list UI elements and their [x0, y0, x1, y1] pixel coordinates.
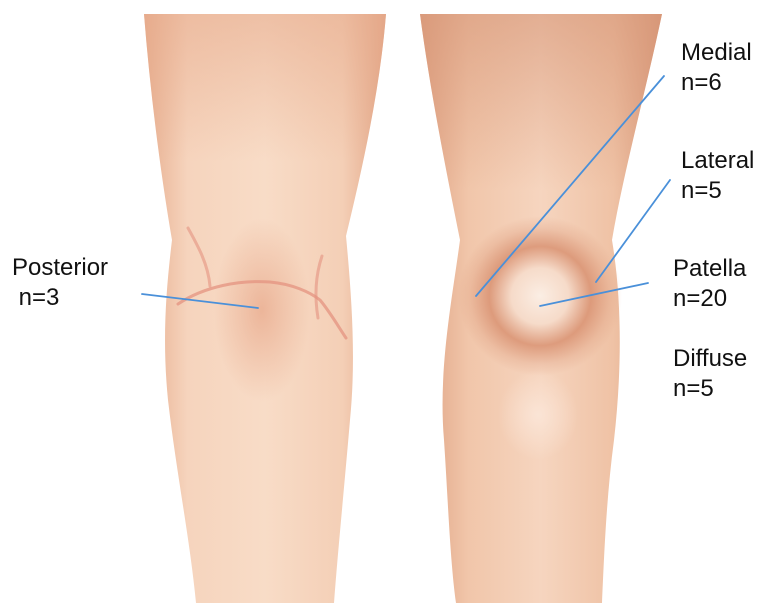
patella-count: n=20	[673, 284, 746, 314]
posterior-name: Posterior	[12, 253, 108, 283]
patella-name: Patella	[673, 254, 746, 284]
medial-label: Medial n=6	[681, 38, 752, 98]
diffuse-label: Diffuse n=5	[673, 344, 747, 404]
back-knee-glow	[214, 218, 310, 402]
lateral-name: Lateral	[681, 146, 754, 176]
posterior-label: Posterior n=3	[12, 253, 108, 313]
lateral-label: Lateral n=5	[681, 146, 754, 206]
medial-count: n=6	[681, 68, 752, 98]
posterior-count: n=3	[12, 283, 108, 313]
posterior-leg	[144, 14, 386, 603]
patella-ring	[458, 216, 622, 376]
lateral-count: n=5	[681, 176, 754, 206]
medial-name: Medial	[681, 38, 752, 68]
diffuse-name: Diffuse	[673, 344, 747, 374]
anterior-leg	[420, 14, 662, 603]
patella-label: Patella n=20	[673, 254, 746, 314]
diffuse-count: n=5	[673, 374, 747, 404]
shin-highlight	[498, 370, 578, 460]
